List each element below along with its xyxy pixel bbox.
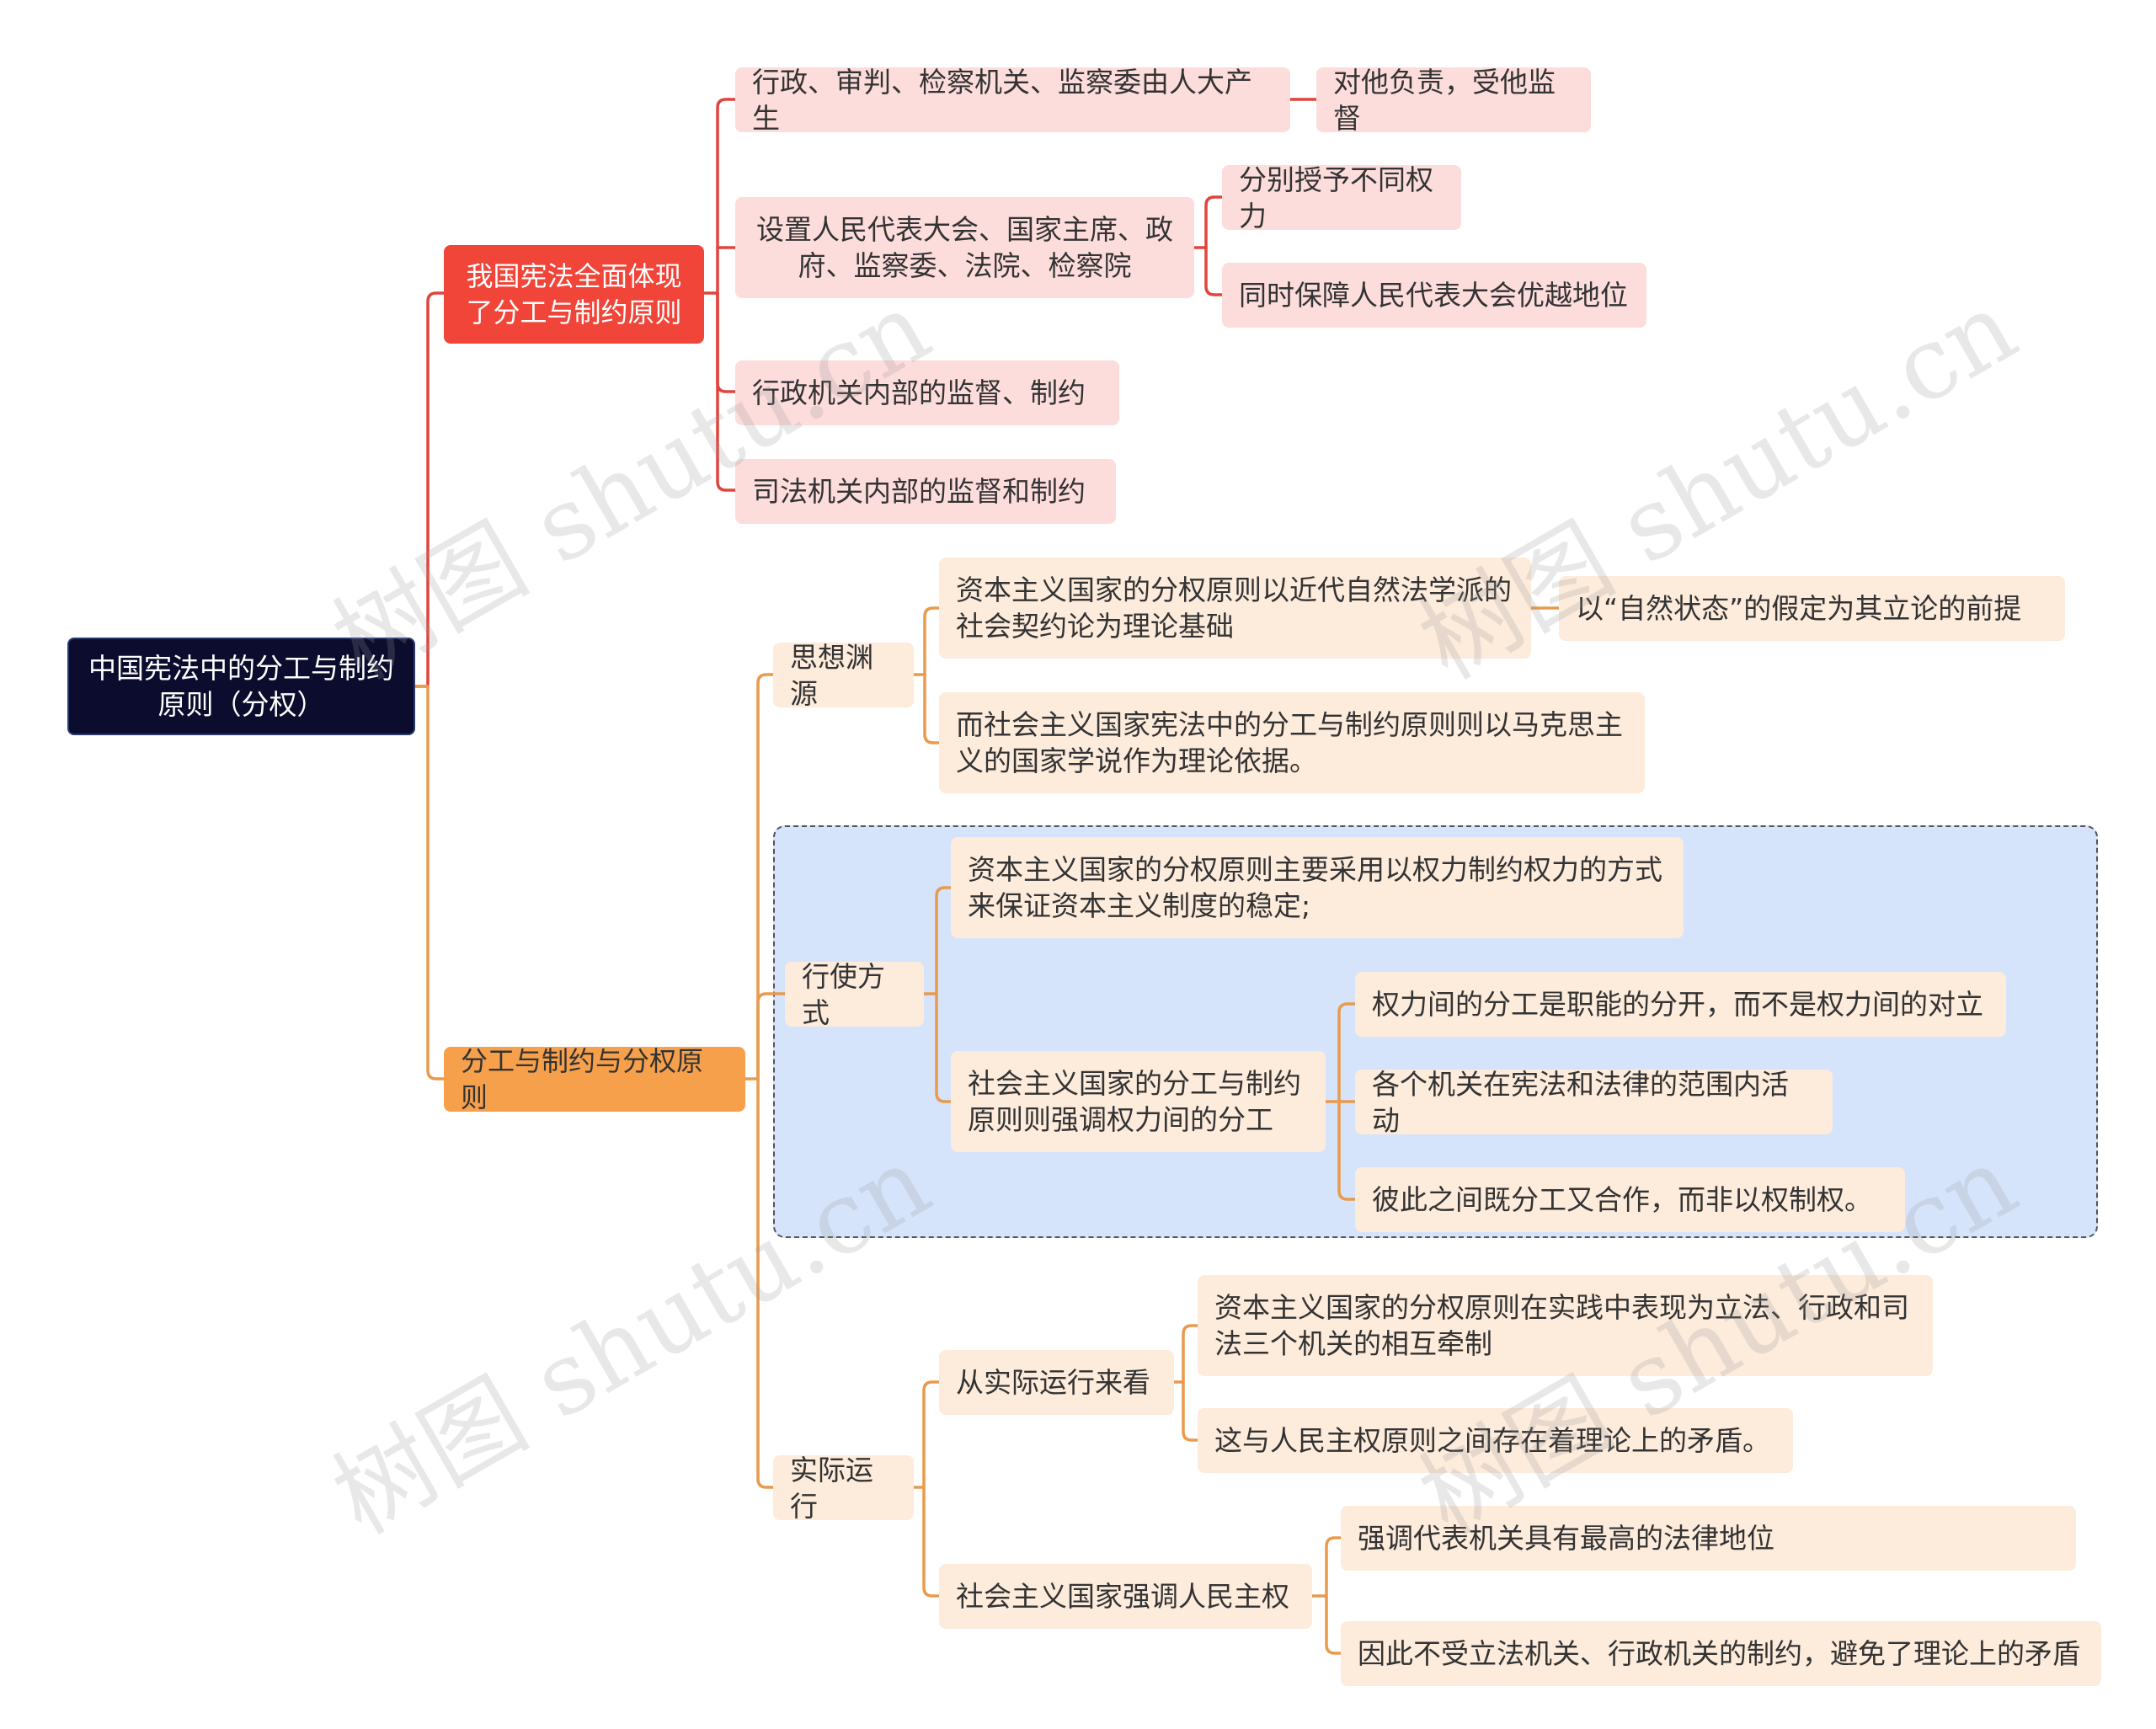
node-label: 资本主义国家的分权原则在实践中表现为立法、行政和司法三个机关的相互牵制 (1214, 1291, 1909, 1360)
node-label: 同时保障人民代表大会优越地位 (1239, 279, 1628, 312)
node-label: 以“自然状态”的假定为其立论的前提 (1576, 592, 2022, 625)
node-label: 实际运行 (790, 1453, 873, 1523)
node-label: 资本主义国家的分权原则以近代自然法学派的社会契约论为理论基础 (956, 574, 1512, 643)
branch-label: 分工与制约与分权原则 (461, 1044, 704, 1113)
b1-item-responsible[interactable]: 对他负责，受他监督 (1316, 66, 1591, 135)
branch-division-and-separation[interactable]: 分工与制约与分权原则 (444, 1045, 745, 1113)
practice-actual[interactable]: 从实际运行来看 (939, 1350, 1174, 1415)
node-label: 各个机关在宪法和法律的范围内活动 (1372, 1067, 1789, 1137)
b1-item-grant-powers[interactable]: 分别授予不同权力 (1222, 163, 1461, 232)
node-label: 彼此之间既分工又合作，而非以权制权。 (1372, 1183, 1872, 1216)
practice-actual-contradiction[interactable]: 这与人民主权原则之间存在着理论上的矛盾。 (1198, 1408, 1793, 1473)
branch-our-constitution[interactable]: 我国宪法全面体现了分工与制约原则 (444, 245, 704, 344)
node-label: 社会主义国家强调人民主权 (956, 1580, 1289, 1613)
b1-item-setup-organs[interactable]: 设置人民代表大会、国家主席、政府、监察委、法院、检察院 (735, 197, 1194, 298)
node-label: 这与人民主权原则之间存在着理论上的矛盾。 (1214, 1424, 1770, 1457)
node-label: 强调代表机关具有最高的法律地位 (1358, 1522, 1774, 1555)
node-label: 权力间的分工是职能的分开，而不是权力间的对立 (1372, 988, 1983, 1021)
origin-socialist[interactable]: 而社会主义国家宪法中的分工与制约原则则以马克思主义的国家学说作为理论依据。 (939, 692, 1645, 793)
node-label: 行政、审判、检察机关、监察委由人大产生 (752, 65, 1252, 135)
practice-actual-checks[interactable]: 资本主义国家的分权原则在实践中表现为立法、行政和司法三个机关的相互牵制 (1198, 1275, 1933, 1376)
node-label: 而社会主义国家宪法中的分工与制约原则则以马克思主义的国家学说作为理论依据。 (956, 708, 1623, 777)
node-label: 因此不受立法机关、行政机关的制约，避免了理论上的矛盾 (1358, 1637, 2080, 1670)
node-label: 行使方式 (802, 959, 885, 1029)
b1-item-npc-superiority[interactable]: 同时保障人民代表大会优越地位 (1222, 263, 1646, 328)
node-label: 资本主义国家的分权原则主要采用以权力制约权力的方式来保证资本主义制度的稳定; (968, 853, 1662, 922)
topic-ideological-origin[interactable]: 思想渊源 (773, 641, 914, 710)
practice-socialist-no-constraint[interactable]: 因此不受立法机关、行政机关的制约，避免了理论上的矛盾 (1341, 1621, 2101, 1686)
practice-socialist-highest-status[interactable]: 强调代表机关具有最高的法律地位 (1341, 1506, 2076, 1571)
root-node[interactable]: 中国宪法中的分工与制约原则（分权） (67, 638, 415, 735)
node-label: 从实际运行来看 (956, 1366, 1150, 1399)
exercise-capitalist[interactable]: 资本主义国家的分权原则主要采用以权力制约权力的方式来保证资本主义制度的稳定; (951, 837, 1684, 938)
exercise-socialist-cooperation[interactable]: 彼此之间既分工又合作，而非以权制权。 (1355, 1167, 1905, 1232)
exercise-socialist[interactable]: 社会主义国家的分工与制约原则则强调权力间的分工 (951, 1051, 1326, 1152)
b1-item-organs-produced[interactable]: 行政、审判、检察机关、监察委由人大产生 (735, 66, 1290, 135)
b1-item-admin-supervision[interactable]: 行政机关内部的监督、制约 (735, 360, 1119, 425)
origin-capitalist-premise[interactable]: 以“自然状态”的假定为其立论的前提 (1559, 576, 2065, 641)
node-label: 思想渊源 (790, 640, 873, 710)
exercise-socialist-functional[interactable]: 权力间的分工是职能的分开，而不是权力间的对立 (1355, 972, 2006, 1037)
branch-label: 我国宪法全面体现了分工与制约原则 (466, 259, 682, 328)
topic-exercise-method[interactable]: 行使方式 (785, 960, 924, 1029)
practice-socialist[interactable]: 社会主义国家强调人民主权 (939, 1564, 1312, 1629)
topic-actual-operation[interactable]: 实际运行 (773, 1454, 914, 1523)
node-label: 设置人民代表大会、国家主席、政府、监察委、法院、检察院 (756, 213, 1173, 282)
node-label: 社会主义国家的分工与制约原则则强调权力间的分工 (968, 1067, 1301, 1136)
node-label: 行政机关内部的监督、制约 (752, 376, 1086, 409)
root-label: 中国宪法中的分工与制约原则（分权） (88, 652, 394, 721)
exercise-socialist-within-law[interactable]: 各个机关在宪法和法律的范围内活动 (1355, 1068, 1833, 1137)
origin-capitalist[interactable]: 资本主义国家的分权原则以近代自然法学派的社会契约论为理论基础 (939, 558, 1531, 659)
node-label: 司法机关内部的监督和制约 (752, 475, 1086, 508)
node-label: 分别授予不同权力 (1239, 163, 1433, 232)
node-label: 对他负责，受他监督 (1333, 65, 1556, 135)
b1-item-judicial-supervision[interactable]: 司法机关内部的监督和制约 (735, 459, 1116, 524)
